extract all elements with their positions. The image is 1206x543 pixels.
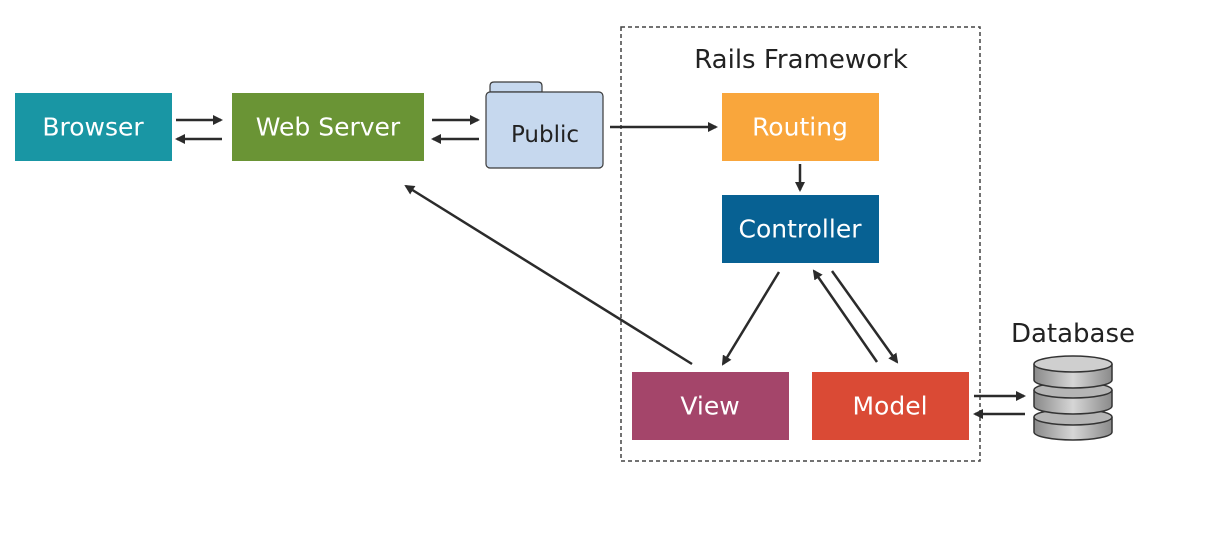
browser-node: Browser <box>15 93 172 161</box>
public-label: Public <box>511 122 579 148</box>
arrow-view-to-webserver <box>404 184 693 366</box>
controller-node: Controller <box>722 195 879 263</box>
routing-node: Routing <box>722 93 879 161</box>
browser-label: Browser <box>42 113 144 142</box>
arrow-model-to-controller <box>812 269 879 363</box>
view-node: View <box>632 372 789 440</box>
controller-label: Controller <box>739 215 863 244</box>
public-folder-icon: Public <box>485 81 604 169</box>
view-label: View <box>680 392 739 421</box>
arrow-controller-to-view <box>721 271 781 366</box>
rails-framework-label: Rails Framework <box>694 45 908 75</box>
database-icon <box>1033 355 1113 441</box>
web-server-node: Web Server <box>232 93 424 161</box>
web-server-label: Web Server <box>256 113 401 142</box>
arrow-controller-to-model <box>830 270 899 364</box>
database-label: Database <box>1011 319 1135 349</box>
rails-framework-container <box>620 26 981 462</box>
model-node: Model <box>812 372 969 440</box>
model-label: Model <box>852 392 927 421</box>
routing-label: Routing <box>752 113 848 142</box>
